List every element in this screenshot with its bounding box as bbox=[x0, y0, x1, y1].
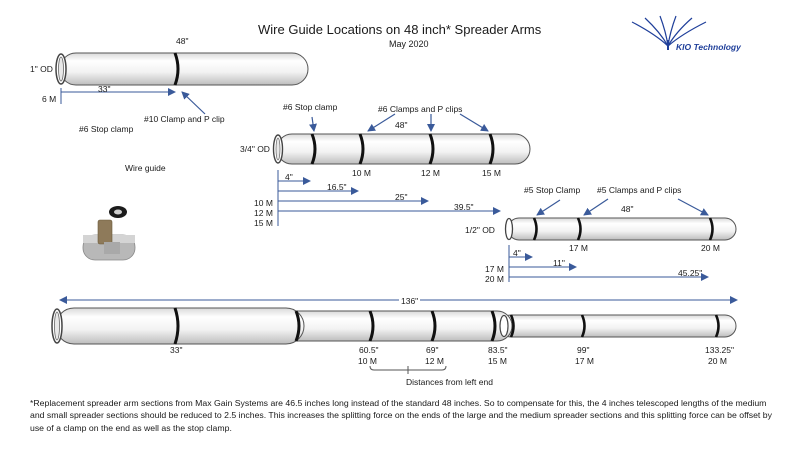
mid-clamps-label: #6 Clamps and P clips bbox=[378, 104, 463, 114]
tube-1in bbox=[55, 52, 309, 86]
assembly-17m: 17 M bbox=[575, 356, 594, 366]
small-dist-4: 4" bbox=[513, 248, 521, 258]
small-stop-label: #5 Stop Clamp bbox=[524, 185, 581, 195]
assembly-20m: 20 M bbox=[708, 356, 727, 366]
mid-length-label: 48" bbox=[395, 120, 408, 130]
assembly-dist-83-5: 83.5" bbox=[488, 345, 508, 355]
mid-dist-16-5: 16.5" bbox=[327, 182, 347, 192]
top-stop-label: #6 Stop clamp bbox=[79, 124, 134, 134]
footnote: *Replacement spreader arm sections from … bbox=[30, 398, 772, 433]
assembly-dist-99: 99" bbox=[577, 345, 590, 355]
tube-3-4in bbox=[272, 133, 531, 165]
assembled-spreader-arm bbox=[51, 307, 737, 345]
top-6m-label: 6 M bbox=[42, 94, 57, 104]
small-20m: 20 M bbox=[701, 243, 720, 253]
small-17m: 17 M bbox=[569, 243, 588, 253]
mid-od-label: 3/4" OD bbox=[240, 144, 270, 154]
small-lbl-20m: 20 M bbox=[485, 274, 504, 284]
page-date: May 2020 bbox=[389, 39, 429, 49]
top-od-label: 1" OD bbox=[30, 64, 53, 74]
small-dist-11: 11" bbox=[553, 258, 565, 268]
mid-lbl-12m: 12 M bbox=[254, 208, 273, 218]
mid-dist-25: 25" bbox=[395, 192, 408, 202]
arrow-stop-small bbox=[536, 199, 561, 216]
assembly-dist-69: 69" bbox=[426, 345, 439, 355]
assembly-dist-133-25: 133.25" bbox=[705, 345, 735, 355]
mid-lbl-15m: 15 M bbox=[254, 218, 273, 228]
arrow-clamp-10 bbox=[367, 113, 396, 132]
top-length-label: 48" bbox=[176, 36, 189, 46]
top-dist-33: 33" bbox=[98, 84, 111, 94]
assembly-12m: 12 M bbox=[425, 356, 444, 366]
wire-guide-label: Wire guide bbox=[125, 163, 166, 173]
mid-dist-39-5: 39.5" bbox=[454, 202, 474, 212]
assembly-dist-33: 33" bbox=[170, 345, 183, 355]
clamp-mark bbox=[173, 52, 180, 86]
assembly-10m: 10 M bbox=[358, 356, 377, 366]
kio-logo-text: KIO Technology bbox=[676, 42, 741, 52]
top-clamp-label: #10 Clamp and P clip bbox=[144, 114, 225, 124]
mid-15m: 15 M bbox=[482, 168, 501, 178]
arrow-stop-mid bbox=[309, 116, 317, 132]
assembly-dist-60-5: 60.5" bbox=[359, 345, 379, 355]
small-od-label: 1/2" OD bbox=[465, 225, 495, 235]
arrow-clamp-17 bbox=[583, 198, 609, 216]
mid-dist-4: 4" bbox=[285, 172, 293, 182]
assembly-15m: 15 M bbox=[488, 356, 507, 366]
distances-label: Distances from left end bbox=[406, 377, 493, 387]
arrow-clamp-20 bbox=[677, 198, 709, 216]
page-title: Wire Guide Locations on 48 inch* Spreade… bbox=[258, 22, 542, 37]
wire-guide-photo bbox=[82, 206, 136, 261]
arrow-10-clamp bbox=[181, 91, 206, 115]
small-dist-45-25: 45.25" bbox=[678, 268, 703, 278]
mid-stop-label: #6 Stop clamp bbox=[283, 102, 338, 112]
assembly-total-length: 136" bbox=[399, 296, 421, 306]
distances-bracket bbox=[369, 365, 447, 371]
mid-12m: 12 M bbox=[421, 168, 440, 178]
small-lbl-17m: 17 M bbox=[485, 264, 504, 274]
kio-logo-mark bbox=[631, 15, 707, 50]
mid-10m: 10 M bbox=[352, 168, 371, 178]
small-clamps-label: #5 Clamps and P clips bbox=[597, 185, 682, 195]
mid-lbl-10m: 10 M bbox=[254, 198, 273, 208]
arrow-clamp-15 bbox=[459, 113, 489, 132]
small-length-label: 48" bbox=[621, 204, 634, 214]
tube-1-2in bbox=[504, 217, 737, 241]
